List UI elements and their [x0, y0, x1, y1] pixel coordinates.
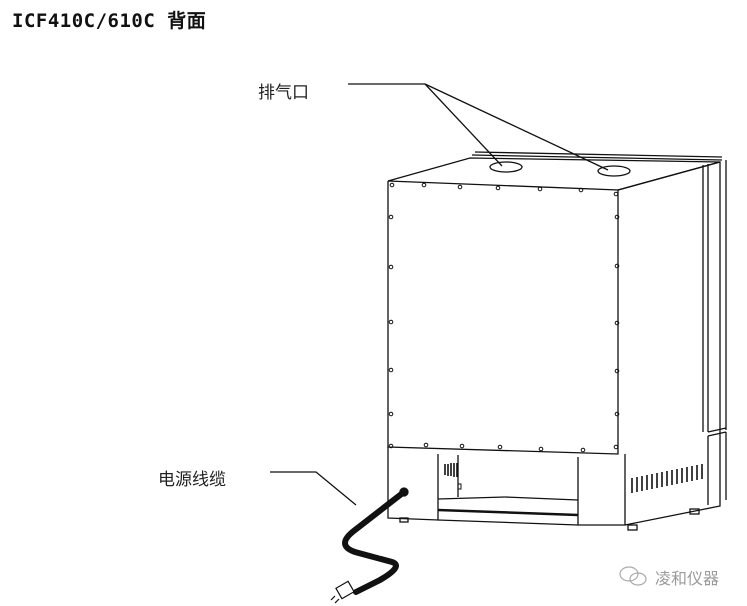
vent-left: [489, 161, 523, 173]
cabinet-side: [617, 160, 727, 526]
screws: [388, 182, 620, 453]
wechat-icon: [619, 566, 647, 586]
cabinet-top: [387, 151, 723, 191]
power-cable: [342, 489, 407, 595]
callout-power-cable-label: 电源线缆: [158, 470, 226, 490]
watermark-text: 凌和仪器: [655, 569, 720, 588]
callout-vents-label: 排气口: [258, 83, 309, 103]
side-vent-slots: [444, 463, 703, 493]
figure-title: ICF410C/610C 背面: [12, 10, 207, 32]
cabinet-base: [387, 447, 700, 531]
rear-panel: [387, 180, 619, 455]
power-plug: [330, 580, 355, 604]
vent-right: [597, 165, 631, 177]
cable-leader-line: [270, 471, 357, 506]
